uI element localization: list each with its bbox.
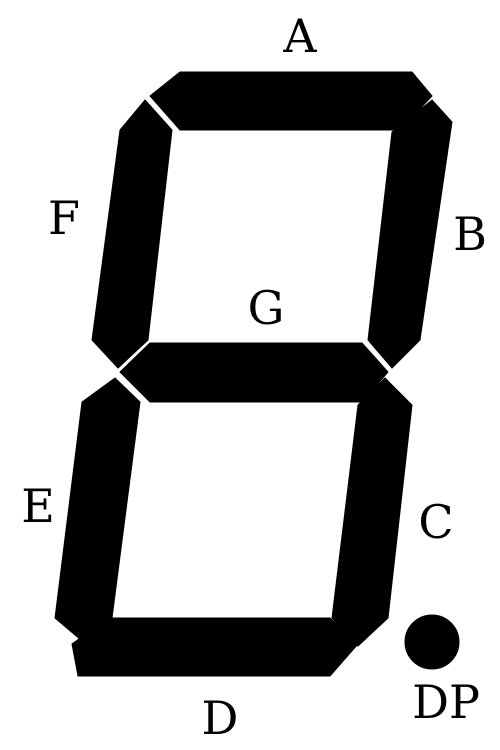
- segment-a: [149, 71, 433, 131]
- segment-b: [367, 99, 453, 369]
- label-f: F: [48, 191, 80, 245]
- segment-d: [71, 617, 359, 677]
- label-g: G: [248, 281, 285, 335]
- segment-g: [119, 342, 389, 403]
- segment-dp: [404, 614, 460, 670]
- label-b: B: [453, 207, 487, 261]
- label-d: D: [202, 691, 239, 745]
- label-c: C: [418, 495, 453, 549]
- label-e: E: [21, 479, 55, 533]
- segment-c: [331, 377, 413, 647]
- segment-f: [91, 99, 173, 369]
- label-a: A: [282, 9, 317, 63]
- segment-e: [54, 377, 141, 647]
- label-dp: DP: [412, 675, 480, 729]
